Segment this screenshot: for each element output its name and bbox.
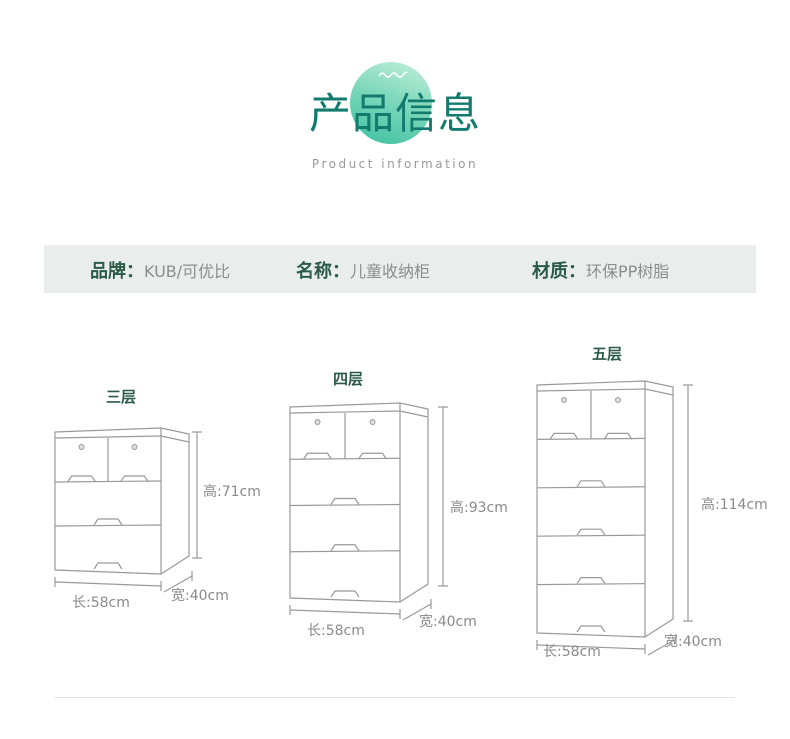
drawer-knob-icon xyxy=(561,397,567,403)
attr-key: 材质： xyxy=(532,261,586,282)
drawer-divider xyxy=(536,437,646,440)
width-label-4: 宽:40cm xyxy=(419,614,477,630)
attr-brand: 品牌：KUB/可优比 xyxy=(90,257,230,283)
drawer-handle xyxy=(120,475,149,483)
model-label-3: 三层 xyxy=(106,388,137,406)
section-title: 产品信息 xyxy=(308,89,481,138)
drawer-divider xyxy=(536,486,646,489)
drawer-handle xyxy=(330,497,360,505)
drawer-handle xyxy=(576,528,606,536)
cabinet-outline xyxy=(536,380,674,638)
drawer-divider xyxy=(54,524,162,527)
drawer-handle xyxy=(576,577,606,584)
cabinet-top-rim xyxy=(644,388,674,396)
drawer-divider xyxy=(289,503,401,507)
drawer-divider xyxy=(536,583,646,586)
wave-icon xyxy=(378,71,408,78)
attr-key: 名称： xyxy=(296,261,350,282)
length-dimension-line xyxy=(54,581,162,587)
length-label-4: 长:58cm xyxy=(307,623,365,639)
height-label-5: 高:114cm xyxy=(701,497,768,513)
drawer-knob-icon xyxy=(314,419,321,425)
attr-name: 名称：儿童收纳柜 xyxy=(296,257,430,283)
width-label-5: 宽:40cm xyxy=(664,634,722,650)
drawer-divider xyxy=(536,534,646,537)
height-label-4: 高:93cm xyxy=(450,500,508,516)
drawer-handle xyxy=(93,562,123,570)
drawer-knob-icon xyxy=(369,419,376,425)
attr-value: KUB/可优比 xyxy=(144,262,231,281)
length-label-3: 长:58cm xyxy=(72,595,130,611)
attr-value: 环保PP树脂 xyxy=(586,262,670,281)
height-label-3: 高:71cm xyxy=(203,484,261,500)
drawer-handle xyxy=(576,625,606,633)
cabinet-top-rim xyxy=(54,435,162,439)
drawer-knob-icon xyxy=(78,444,85,450)
attributes-band: 品牌：KUB/可优比 名称：儿童收纳柜 材质：环保PP树脂 xyxy=(44,245,756,293)
model-label-5: 五层 xyxy=(592,345,623,363)
cabinet-top-rim xyxy=(536,388,646,392)
drawer-handle xyxy=(603,432,633,440)
cabinet-top-rim xyxy=(289,410,401,414)
width-dimension-line xyxy=(402,603,432,621)
model-label-4: 四层 xyxy=(333,370,364,388)
drawer-divider xyxy=(289,457,401,460)
drawer-knob-icon xyxy=(615,397,621,403)
attr-value: 儿童收纳柜 xyxy=(350,262,431,281)
attr-key: 品牌： xyxy=(90,261,144,282)
length-dimension-line xyxy=(289,609,401,615)
attr-material: 材质：环保PP树脂 xyxy=(532,257,669,283)
drawer-handle xyxy=(330,590,360,598)
length-label-5: 长:58cm xyxy=(543,644,601,660)
bottom-divider xyxy=(55,697,735,698)
width-dimension-line xyxy=(163,575,193,593)
drawer-knob-icon xyxy=(131,444,138,450)
drawer-handle xyxy=(303,452,332,460)
drawer-handle xyxy=(576,480,606,488)
drawer-handle xyxy=(549,432,579,440)
drawer-handle xyxy=(358,452,387,460)
drawer-divider xyxy=(54,480,162,483)
section-subtitle: Product information xyxy=(311,157,479,171)
cabinet-top-rim xyxy=(160,435,190,443)
width-dimension-line xyxy=(647,638,677,656)
drawer-handle xyxy=(93,518,123,526)
drawer-handle xyxy=(67,475,96,483)
length-dimension-line xyxy=(536,644,646,650)
drawer-handle xyxy=(330,544,360,552)
cabinet-top-rim xyxy=(399,410,429,418)
width-label-3: 宽:40cm xyxy=(171,588,229,604)
cabinet-outline xyxy=(54,427,190,575)
cabinet-outline xyxy=(289,402,429,603)
drawer-divider xyxy=(289,550,401,553)
